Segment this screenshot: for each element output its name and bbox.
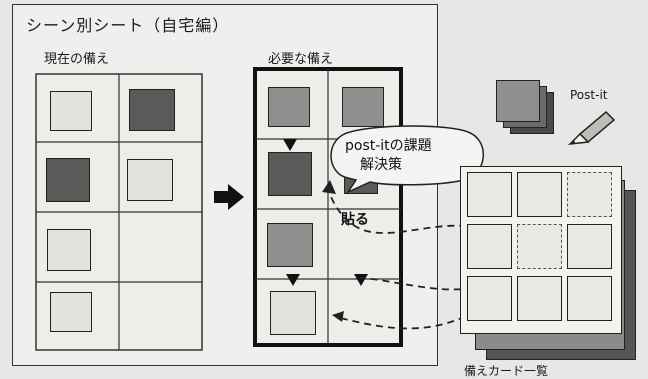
postit-label: Post-it <box>570 88 608 102</box>
needed-card-2 <box>342 87 384 127</box>
current-prep-label: 現在の備え <box>44 52 110 67</box>
needed-card-5 <box>267 223 313 267</box>
catalog-card <box>517 172 562 217</box>
pencil-icon <box>567 110 616 145</box>
current-card-5 <box>47 229 91 271</box>
catalog-card-empty <box>567 172 612 217</box>
current-card-6 <box>50 292 92 332</box>
catalog-card <box>467 276 512 321</box>
right-arrow-icon <box>214 184 244 210</box>
down-triangle-icon <box>354 274 368 286</box>
down-triangle-icon <box>283 139 297 151</box>
catalog-card <box>567 224 612 269</box>
paste-label: 貼る <box>341 212 369 228</box>
needed-prep-label: 必要な備え <box>268 52 334 67</box>
catalog-card <box>467 172 512 217</box>
needed-card-1 <box>268 87 310 127</box>
postit-stack-front <box>496 80 540 122</box>
needed-card-3 <box>268 152 312 196</box>
catalog-card <box>467 224 512 269</box>
catalog-card <box>567 276 612 321</box>
needed-card-6 <box>270 291 316 335</box>
current-card-4 <box>127 159 173 201</box>
sheet-title: シーン別シート（自宅編） <box>26 16 230 35</box>
catalog-card-empty <box>517 224 562 269</box>
catalog-card <box>517 276 562 321</box>
current-card-3 <box>46 158 90 202</box>
current-card-2 <box>129 89 175 131</box>
speech-bubble <box>330 125 484 194</box>
down-triangle-icon <box>286 274 300 286</box>
bubble-line-2: 解決策 <box>360 157 402 173</box>
bubble-line-1: post-itの課題 <box>345 138 432 154</box>
catalog-label: 備えカード一覧 <box>464 364 549 378</box>
current-card-1 <box>50 91 92 131</box>
